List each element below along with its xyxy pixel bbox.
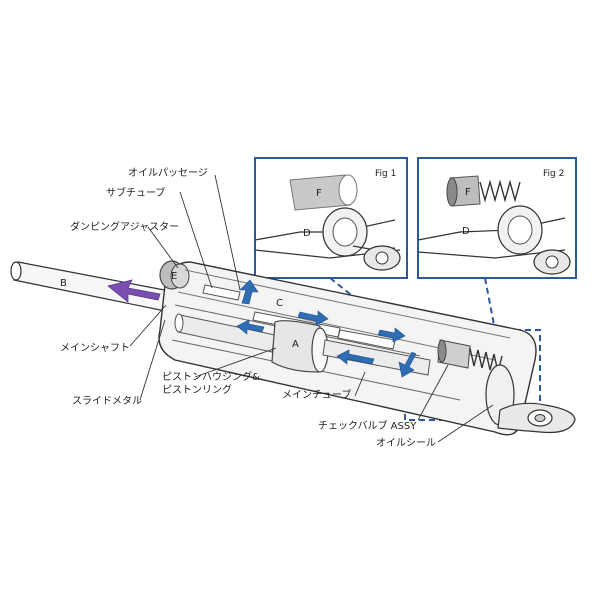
fig1-inset: Fig 1 F D [254,157,408,279]
letter-e: E [171,271,177,282]
flow-arrow-left-2 [336,349,375,365]
label-check-valve: チェックバルブ ASSY [318,419,417,432]
leader-lines [129,174,494,443]
label-oil-seal: オイルシール [376,437,436,449]
damper-body: E A C [158,260,576,436]
label-piston-housing-line2: ピストンリング [162,383,232,396]
fig2-tube-bore [507,215,533,245]
flow-arrow-right-2 [377,327,406,343]
flow-arrow-down [398,351,417,378]
label-main-shaft: メインシャフト [60,343,130,354]
fig1-valve-face [338,174,358,206]
main-shaft: B [10,261,176,313]
letter-b: B [60,278,67,289]
fig2-letter-f: F [465,187,471,198]
fig2-spring [479,179,521,203]
fig2-inset: Fig 2 F D [417,157,577,279]
label-oil-passage: オイルパッセージ [128,167,208,179]
fig2-label: Fig 2 [543,169,564,179]
labels: オイルパッセージ サブチューブ ダンピングアジャスター メインシャフト スライド… [60,167,436,449]
flow-arrow-up [239,279,259,305]
fig1-tube-bore [332,217,358,247]
flow-arrows [236,279,417,378]
label-sub-tube: サブチューブ [106,186,165,199]
fig1-label: Fig 1 [375,169,396,179]
push-arrow [107,279,161,303]
letter-c: C [276,298,283,309]
letter-a: A [292,339,299,350]
fig2-eye-hole [545,255,559,269]
oil-passage-slot-1 [202,284,241,301]
flow-arrow-right-1 [297,310,329,326]
fig2-valve-face [446,177,458,207]
label-damping-adjuster: ダンピングアジャスター [70,220,179,233]
flow-arrow-left [236,319,265,335]
fig1-letter-d: D [303,228,311,239]
fig1-eye-hole [375,251,389,265]
label-slide-metal: スライドメタル [72,395,142,407]
label-piston-housing-line1: ピストンハウジング& [162,370,260,383]
fig2-letter-d: D [462,226,470,237]
fig1-letter-f: F [316,188,322,199]
fig1-tube-body [254,219,396,241]
label-main-tube: メインチューブ [282,388,351,401]
